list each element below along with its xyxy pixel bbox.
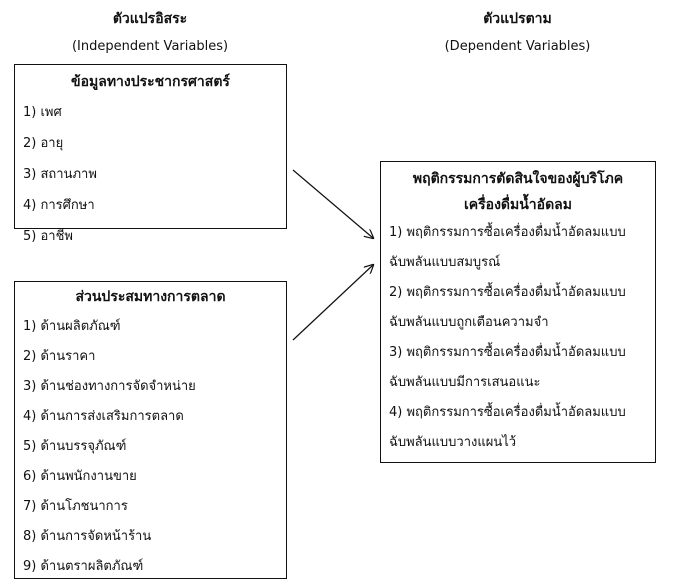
list-item: 7) ด้านโภชนาการ [23,499,128,514]
list-item: 6) ด้านพนักงานขาย [23,469,137,484]
marketing-mix-title: ส่วนประสมทางการตลาด [75,289,226,305]
demographics-title: ข้อมูลทางประชากรศาสตร์ [71,74,230,90]
list-item: 3) พฤติกรรมการซื้อเครื่องดื่มน้ำอัดลมแบบ [389,345,626,360]
list-item: ฉับพลันแบบสมบูรณ์ [389,255,501,270]
list-item: 2) อายุ [23,136,64,151]
dependent-heading: ตัวแปรตาม [483,11,552,27]
list-item: ฉับพลันแบบถูกเตือนความจำ [389,315,549,330]
list-item: 8) ด้านการจัดหน้าร้าน [23,529,152,544]
list-item: 5) อาชีพ [23,229,73,244]
decision-behavior-title-line1: พฤติกรรมการตัดสินใจของผู้บริโภค [412,171,624,187]
arrow-demographics-to-behavior [292,169,373,238]
list-item: 3) ด้านช่องทางการจัดจำหน่าย [23,379,196,394]
demographics-box: ข้อมูลทางประชากรศาสตร์ 1) เพศ 2) อายุ 3)… [14,64,287,244]
arrow-marketing-mix-to-behavior [292,265,373,341]
list-item: 3) สถานภาพ [23,167,97,182]
list-item: 1) เพศ [23,105,62,120]
list-item: 1) พฤติกรรมการซื้อเครื่องดื่มน้ำอัดลมแบบ [389,225,626,240]
list-item: 4) ด้านการส่งเสริมการตลาด [23,409,184,424]
decision-behavior-box: พฤติกรรมการตัดสินใจของผู้บริโภค เครื่องด… [380,161,656,463]
list-item: 1) ด้านผลิตภัณฑ์ [23,319,121,334]
marketing-mix-box: ส่วนประสมทางการตลาด 1) ด้านผลิตภัณฑ์ 2) … [14,281,287,579]
independent-heading: ตัวแปรอิสระ [112,11,188,27]
dependent-subheading: (Dependent Variables) [444,39,591,54]
independent-subheading: (Independent Variables) [71,39,229,54]
list-item: ฉับพลันแบบมีการเสนอแนะ [389,375,541,390]
list-item: 9) ด้านตราผลิตภัณฑ์ [23,559,144,574]
decision-behavior-title-line2: เครื่องดื่มน้ำอัดลม [464,197,572,213]
list-item: 4) พฤติกรรมการซื้อเครื่องดื่มน้ำอัดลมแบบ [389,405,626,420]
list-item: ฉับพลันแบบวางแผนไว้ [389,435,517,450]
list-item: 5) ด้านบรรจุภัณฑ์ [23,439,127,454]
list-item: 2) พฤติกรรมการซื้อเครื่องดื่มน้ำอัดลมแบบ [389,285,626,300]
list-item: 2) ด้านราคา [23,349,96,364]
list-item: 4) การศึกษา [23,198,95,213]
